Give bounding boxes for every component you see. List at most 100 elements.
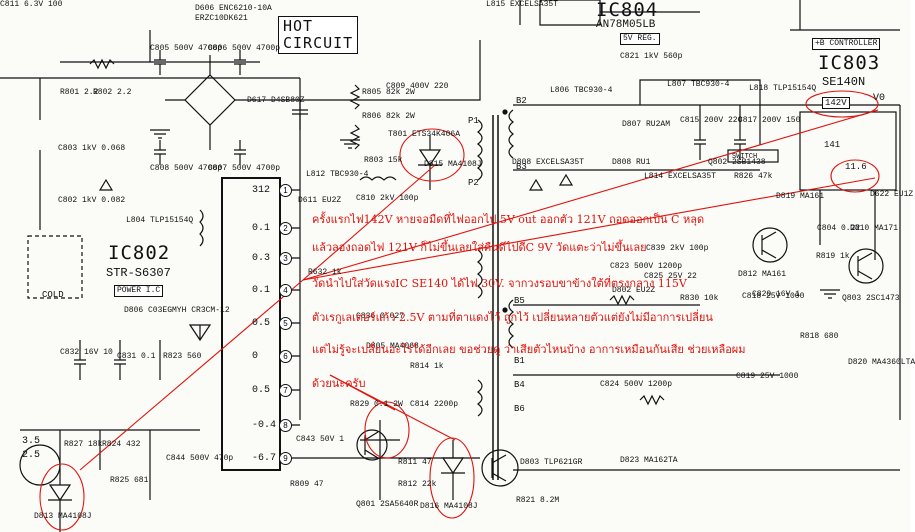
ic802-pin-number: 3 bbox=[279, 252, 292, 265]
component-label: C821 1kV 560p bbox=[620, 52, 683, 61]
annotation-line: ตัวเรกูเลเตอร์แก้ว 2.5V ตามที่ตาแดงไว้ ถ… bbox=[312, 311, 713, 324]
component-label: C831 0.1 bbox=[117, 352, 156, 361]
ic802-pin-voltage: 0.3 bbox=[252, 253, 271, 264]
component-label: C843 50V 1 bbox=[296, 435, 345, 444]
component-label: C823 500V 1200p bbox=[610, 262, 683, 271]
component-label: C820 16V 1 bbox=[752, 290, 801, 299]
transformer-pin-label: P1 bbox=[468, 116, 479, 126]
annotation-line: วัดนำไปใส่วัดแรงIC SE140 ได้ไฟ 30V. จากว… bbox=[312, 277, 687, 290]
ic804-name: IC804 bbox=[596, 0, 659, 21]
component-label: L814 EXCELSA35T bbox=[644, 172, 717, 181]
component-label: R827 18k bbox=[64, 440, 103, 449]
ic802-pin-voltage: -0.4 bbox=[252, 420, 277, 431]
bridge-rectifier bbox=[184, 74, 236, 126]
hot-circuit-title: HOT CIRCUIT bbox=[278, 16, 359, 54]
component-label: D803 TLP621GR bbox=[520, 458, 583, 467]
component-label: D808 RU1 bbox=[612, 158, 651, 167]
transformer-pin-label: B1 bbox=[514, 356, 525, 366]
component-label: R632 1k bbox=[308, 268, 342, 277]
component-label: L815 EXCELSA35T bbox=[486, 0, 559, 9]
annotation-line: ด้วยนะครับ bbox=[312, 377, 366, 390]
transformer-pin-label: B6 bbox=[514, 404, 525, 414]
ic802-pin-voltage: -6.7 bbox=[252, 453, 277, 464]
component-label: C836 0.027 bbox=[356, 312, 405, 321]
ic803-body bbox=[799, 111, 897, 191]
ic802-pin-number: 6 bbox=[279, 350, 292, 363]
component-label: C807 500V 4700p bbox=[208, 164, 281, 173]
component-label: D805 MA4068 bbox=[366, 342, 419, 351]
component-label: C805 500V 4700p bbox=[150, 44, 223, 53]
component-label: R805 82k 2W bbox=[362, 88, 415, 97]
q803-transistor bbox=[848, 248, 884, 284]
component-label: D819 MA161 bbox=[776, 192, 825, 201]
component-label: D820 MA4360LTA bbox=[848, 358, 915, 367]
component-label: D807 RU2AM bbox=[622, 120, 671, 129]
ic802-pin-number: 1 bbox=[279, 184, 292, 197]
cold-label: COLD bbox=[42, 290, 64, 300]
annotation-line: แล้วลองถอดไฟ 121V ก็ไม่ขึ้นเลยใส่คืนดีไป… bbox=[312, 241, 647, 254]
component-label: C839 2kV 100p bbox=[646, 244, 709, 253]
ic802-part: STR-S6307 bbox=[106, 266, 171, 280]
component-label: R824 432 bbox=[102, 440, 141, 449]
component-label: D808 EXCELSA35T bbox=[512, 158, 585, 167]
component-label: R801 2.2 bbox=[60, 88, 99, 97]
left-transistor bbox=[19, 444, 61, 486]
component-label: L804 TLP15154Q bbox=[126, 216, 194, 225]
component-label: D812 MA161 bbox=[738, 270, 787, 279]
component-label: R829 0.1 2W bbox=[350, 400, 403, 409]
component-label: T801 ETS34K406A bbox=[388, 130, 461, 139]
component-label: Q801 2SA5640R bbox=[356, 500, 419, 509]
component-label: C844 500V 470p bbox=[166, 454, 234, 463]
ic803-pin-v0: V0 bbox=[873, 93, 886, 104]
component-label: C814 2200p bbox=[410, 400, 459, 409]
component-label: C802 1kV 0.082 bbox=[58, 196, 126, 205]
cold-box bbox=[27, 235, 83, 299]
ic802-pin-number: 4 bbox=[279, 284, 292, 297]
ic803-voltage-142v: 142V bbox=[822, 97, 850, 109]
component-label: D810 MA171 bbox=[850, 224, 899, 233]
component-label: R826 47k bbox=[734, 172, 773, 181]
component-label: C819 25V 1000 bbox=[736, 372, 799, 381]
component-label: R823 560 bbox=[163, 352, 202, 361]
component-label: Q803 2SC1473 bbox=[842, 294, 900, 303]
ic802-function: POWER I.C bbox=[114, 285, 164, 297]
annotation-line: แต่ไม่รู้จะเปลี่ยนอะไรได้อีกเลย ขอช่วยดู… bbox=[312, 343, 746, 356]
transformer-pin-label: B5 bbox=[514, 296, 525, 306]
annotation-circle-d815 bbox=[399, 128, 465, 182]
transformer-core bbox=[492, 115, 499, 480]
annotation-circle-ic803-pin bbox=[830, 159, 880, 193]
voltage-11-6: 11.6 bbox=[845, 162, 867, 172]
component-label: D617 D4SB80Z bbox=[247, 96, 305, 105]
component-label: L818 TLP15154Q bbox=[749, 84, 817, 93]
ic802-pin-number: 9 bbox=[279, 452, 292, 465]
component-label: R811 47 bbox=[398, 458, 432, 467]
component-label: C803 1kV 0.068 bbox=[58, 144, 126, 153]
ic802-pin-number: 2 bbox=[279, 222, 292, 235]
annotation-circle-q801 bbox=[364, 401, 410, 459]
ic802-name: IC802 bbox=[108, 242, 171, 264]
component-label: D815 MA4108J bbox=[424, 160, 482, 169]
component-label: D611 EU2Z bbox=[298, 196, 342, 205]
component-label: R830 10k bbox=[680, 294, 719, 303]
component-label: C809 400V 220 bbox=[386, 82, 449, 91]
component-label: R825 681 bbox=[110, 476, 149, 485]
transformer-pin-label: P2 bbox=[468, 178, 479, 188]
switch-block bbox=[727, 149, 779, 163]
annotation-circle-142v bbox=[805, 90, 879, 118]
component-label: D622 EU1Z bbox=[870, 190, 914, 199]
component-label: ERZC10DK621 bbox=[195, 14, 248, 23]
component-label: C825 25V 22 bbox=[644, 272, 697, 281]
transformer-pin-label: B3 bbox=[516, 162, 527, 172]
b-controller-label: +B CONTROLLER bbox=[812, 38, 881, 50]
ic804-part: AN78M05LB bbox=[596, 19, 656, 31]
ic802-pin-voltage: 0 bbox=[252, 351, 259, 362]
ic802-pin-voltage: 0.5 bbox=[252, 385, 271, 396]
component-label: R821 8.2M bbox=[516, 496, 560, 505]
component-label: D802 EU2Z bbox=[612, 286, 656, 295]
d803-optocoupler bbox=[481, 449, 519, 487]
component-label: R809 47 bbox=[290, 480, 324, 489]
component-label: D806 C03EGMYH CR3CM-12 bbox=[124, 306, 230, 315]
component-label: L812 TBC930-4 bbox=[306, 170, 369, 179]
component-label: R819 1k bbox=[816, 252, 850, 261]
component-label: C804 0.22 bbox=[817, 224, 861, 233]
